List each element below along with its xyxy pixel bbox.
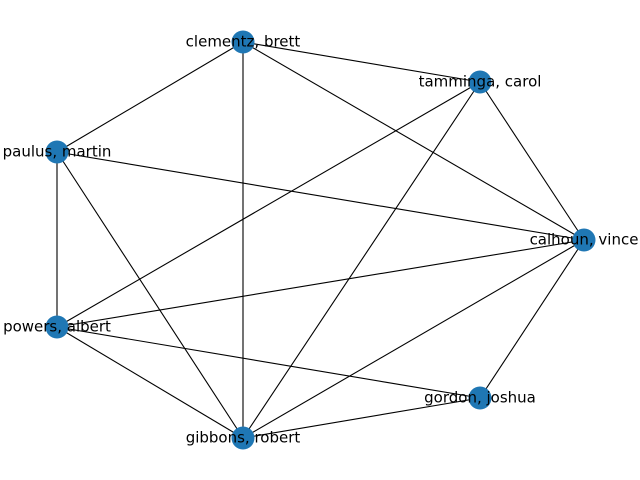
node-label-calhoun: calhoun, vince (530, 231, 639, 249)
edge-clementz-tamminga (242, 41, 481, 83)
edge-gordon-gibbons (242, 397, 481, 439)
node-label-tamminga: tamminga, carol (419, 73, 542, 91)
edge-paulus-gibbons (56, 151, 244, 439)
edge-calhoun-powers (56, 239, 585, 328)
edge-tamminga-powers (56, 81, 481, 328)
node-label-paulus: paulus, martin (3, 143, 112, 161)
edge-calhoun-gibbons (242, 239, 585, 439)
node-gibbons (231, 426, 255, 450)
labels-layer: clementz, brett tamminga, carol paulus, ma… (3, 33, 639, 447)
edges-layer (56, 41, 585, 439)
edge-tamminga-gibbons (242, 81, 481, 439)
edge-clementz-paulus (56, 41, 244, 153)
edge-paulus-calhoun (56, 151, 585, 241)
nodes-layer (45, 30, 596, 450)
node-clementz (231, 30, 255, 54)
node-calhoun (572, 228, 596, 252)
node-label-clementz: clementz, brett (186, 33, 301, 51)
node-label-gibbons: gibbons, robert (186, 429, 301, 447)
node-gordon (468, 386, 492, 410)
edge-powers-gibbons (56, 326, 244, 439)
node-label-powers: powers, albert (3, 318, 111, 336)
node-paulus (45, 140, 69, 164)
edge-powers-gordon (56, 326, 481, 399)
edge-tamminga-calhoun (479, 81, 585, 241)
edge-calhoun-gordon (479, 239, 585, 399)
node-label-gordon: gordon, joshua (424, 389, 536, 407)
node-tamminga (468, 70, 492, 94)
node-powers (45, 315, 69, 339)
edge-clementz-calhoun (242, 41, 585, 241)
